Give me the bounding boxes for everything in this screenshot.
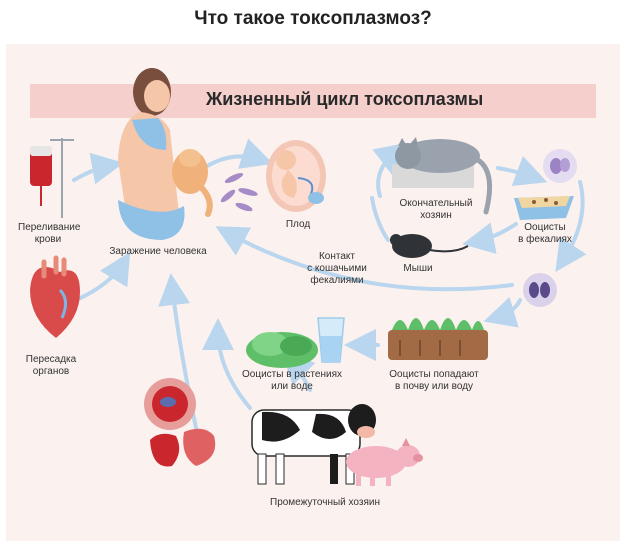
diagram-panel [6, 44, 620, 541]
banner-title: Жизненный цикл токсоплазмы [206, 89, 484, 109]
oocyst-icon [523, 273, 557, 307]
label-mice: Мыши [403, 263, 433, 274]
pig-icon [346, 438, 423, 486]
label-oocysts-soil: Ооцисты попадают в почву или воду [389, 369, 479, 392]
label-transplant: Пересадка органов [25, 354, 77, 377]
label-intermediate-host: Промежуточный хозяин [270, 497, 380, 508]
soil-plants-icon [388, 318, 488, 360]
fetus-icon [266, 140, 326, 212]
label-definitive-host: Окончательный хозяин [399, 198, 473, 221]
meat-icon [144, 378, 216, 467]
litter-box-icon [514, 196, 574, 220]
lettuce-icon [246, 332, 318, 368]
page-title: Что такое токсоплазмоз? [194, 8, 432, 29]
label-human-infection: Заражение человека [109, 246, 207, 257]
pregnant-woman-icon [118, 68, 185, 240]
parasite-icon [220, 172, 258, 212]
cat-in-arms-icon [172, 149, 213, 217]
banner [30, 84, 596, 118]
heart-icon [30, 255, 80, 338]
oocyst-icon [543, 149, 577, 183]
label-cat-contact: Контакт с кошачьими фекалиями [307, 251, 367, 286]
label-oocysts-feces: Ооцисты в фекалиях [518, 222, 572, 245]
label-oocysts-plants: Ооцисты в растениях или воде [242, 369, 342, 392]
cycle-arrows [72, 138, 587, 430]
label-transfusion: Переливание крови [18, 222, 81, 245]
sleeping-cat-icon [392, 137, 493, 215]
label-fetus: Плод [285, 219, 311, 230]
mouse-icon [390, 234, 469, 258]
water-glass-icon [317, 317, 345, 363]
iv-drip-icon [30, 138, 74, 218]
